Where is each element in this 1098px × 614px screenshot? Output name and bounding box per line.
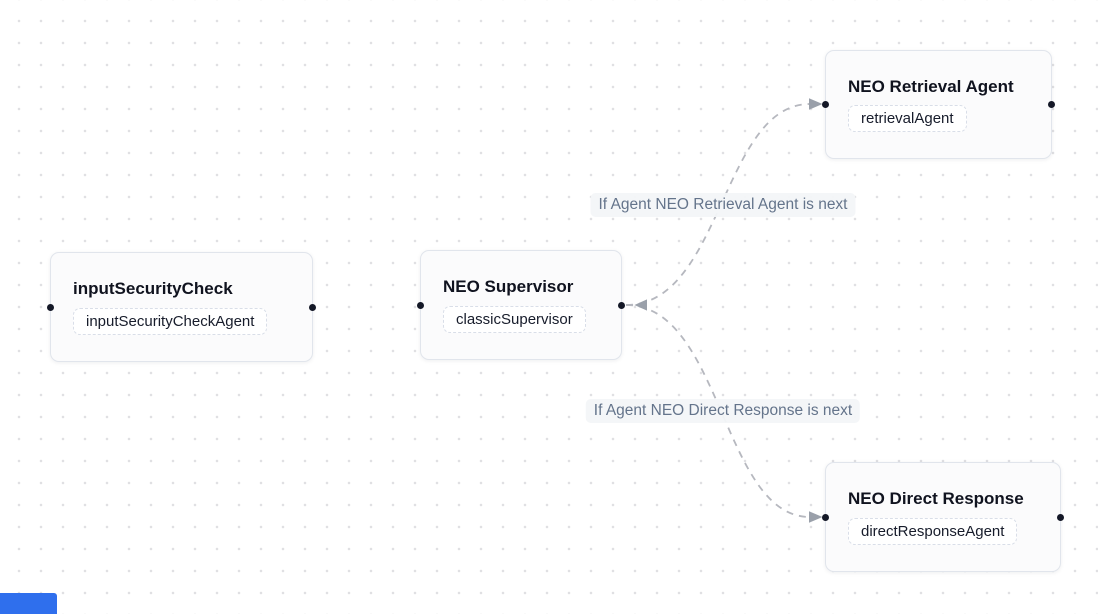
node-agent-badge: directResponseAgent xyxy=(848,517,1018,545)
node-neo-direct-response[interactable]: NEO Direct Response directResponseAgent xyxy=(822,462,1064,572)
node-title: NEO Direct Response xyxy=(848,489,1024,509)
node-title: inputSecurityCheck xyxy=(73,279,233,299)
handle-left[interactable] xyxy=(822,101,829,108)
arrowhead-into-direct-icon xyxy=(809,511,823,523)
handle-left[interactable] xyxy=(47,303,54,311)
edge-label-direct-condition: If Agent NEO Direct Response is next xyxy=(585,399,861,423)
node-input-security-check[interactable]: inputSecurityCheck inputSecurityCheckAge… xyxy=(47,252,316,362)
handle-left[interactable] xyxy=(822,513,829,521)
node-agent-badge: inputSecurityCheckAgent xyxy=(73,307,268,335)
handle-right[interactable] xyxy=(309,303,316,311)
partial-blue-element[interactable] xyxy=(0,593,57,614)
edge-label-retrieval-condition: If Agent NEO Retrieval Agent is next xyxy=(590,193,856,217)
node-neo-supervisor[interactable]: NEO Supervisor classicSupervisor xyxy=(417,250,625,360)
handle-right[interactable] xyxy=(1048,101,1055,108)
node-agent-badge: classicSupervisor xyxy=(443,305,586,333)
handle-right[interactable] xyxy=(618,301,625,309)
node-neo-retrieval-agent[interactable]: NEO Retrieval Agent retrievalAgent xyxy=(822,50,1055,159)
arrowhead-into-retrieval-icon xyxy=(809,98,823,110)
node-agent-badge: retrievalAgent xyxy=(848,105,967,133)
handle-left[interactable] xyxy=(417,301,424,309)
arrowhead-into-supervisor-icon xyxy=(634,299,647,311)
node-title: NEO Supervisor xyxy=(443,277,574,297)
node-title: NEO Retrieval Agent xyxy=(848,76,1014,96)
handle-right[interactable] xyxy=(1057,513,1064,521)
